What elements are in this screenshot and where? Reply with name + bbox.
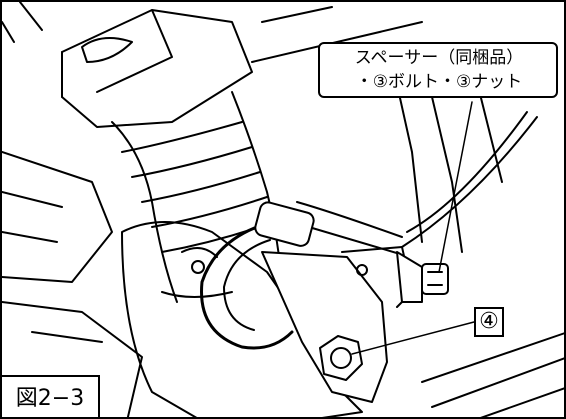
- bolt-head: [319, 335, 363, 381]
- spacer-nut: [421, 263, 449, 295]
- part-marker-4: ④: [474, 307, 504, 337]
- callout-line-2: ・③ボルト・③ナット: [355, 72, 523, 92]
- leader-line-marker: [351, 321, 475, 355]
- frame-rail: [2, 151, 113, 283]
- figure-label: 図2−3: [2, 375, 100, 417]
- leader-line-callout: [438, 101, 473, 273]
- callout-line-1: スペーサー（同梱品）: [354, 48, 524, 68]
- upper-mount-block: [61, 9, 253, 128]
- bellows-boot: [111, 91, 283, 303]
- bracket-plate: [261, 251, 388, 403]
- sensor-harness: [200, 220, 294, 350]
- spacer-bolt-nut-callout: スペーサー（同梱品） ・③ボルト・③ナット: [318, 42, 558, 98]
- lower-knuckle: [121, 221, 363, 417]
